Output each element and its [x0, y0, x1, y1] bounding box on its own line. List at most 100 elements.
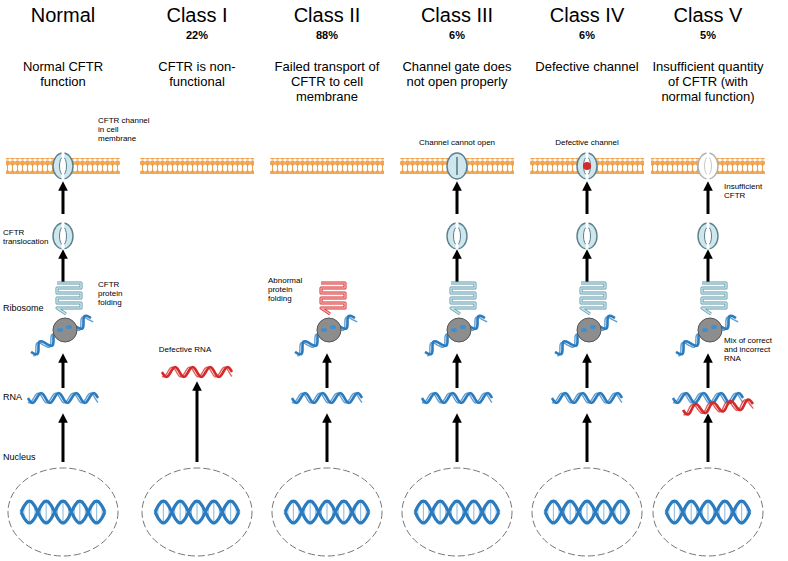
description: CFTR is non-functional: [140, 60, 255, 90]
channel-pore: [584, 157, 591, 175]
process-arrow: [326, 418, 329, 462]
callout-label: Insufficient CFTR: [724, 182, 784, 200]
channel-pore: [584, 227, 591, 245]
process-arrow: [586, 186, 589, 214]
rna-strand: [162, 367, 232, 377]
cell-membrane: [270, 158, 384, 174]
base-pair: [79, 501, 80, 523]
ribosome-body: [53, 318, 77, 342]
closed-gate: [456, 157, 458, 175]
dna-strand: [21, 501, 105, 523]
folded-protein: [451, 283, 475, 314]
nucleus: [402, 468, 512, 556]
rna-strand: [422, 393, 492, 403]
base-pair: [196, 501, 197, 523]
nucleus: [272, 468, 382, 556]
cftr-channel: [447, 222, 467, 250]
callout-label: RNA: [3, 392, 27, 402]
channel-body: [698, 153, 718, 179]
channel-gap: [586, 244, 589, 250]
protein-chain: [321, 283, 345, 314]
callout-label: CFTR protein folding: [98, 280, 143, 308]
column-heading: Class IV: [527, 4, 647, 27]
column-heading: Class II: [267, 4, 387, 27]
process-arrow: [456, 186, 459, 214]
defect-spot: [583, 162, 591, 170]
cftr-channel: [53, 152, 73, 180]
rna-strand: [162, 367, 232, 377]
base-pair: [230, 501, 231, 523]
percentage: 6%: [427, 29, 487, 42]
base-pair: [707, 501, 708, 523]
channel-body: [577, 223, 597, 249]
dna-helix: [415, 501, 499, 523]
cell-membrane: [6, 158, 120, 174]
percentage: 5%: [678, 29, 738, 42]
ribosome-rna: [555, 316, 617, 356]
cftr-channel: [698, 152, 718, 180]
protein-chain: [57, 283, 81, 314]
column-heading: Class V: [648, 4, 768, 27]
callout-label: Defective channel: [542, 138, 632, 147]
trna: [702, 328, 708, 332]
rna-strand: [28, 393, 98, 403]
channel-gap: [62, 244, 65, 250]
channel-pore: [60, 227, 67, 245]
dna-strand: [155, 501, 239, 523]
rna-strand: [292, 393, 362, 403]
trna: [321, 328, 327, 332]
channel-gap: [707, 152, 710, 158]
base-pair: [456, 501, 457, 523]
ribosome: [53, 318, 77, 342]
process-arrow: [586, 254, 589, 284]
dna-helix: [285, 501, 369, 523]
callout-label: Nucleus: [3, 452, 48, 462]
percentage: 22%: [167, 29, 227, 42]
callout-label: Channel cannot open: [412, 138, 502, 147]
channel-gap: [707, 174, 710, 180]
cell-membrane: [530, 158, 644, 174]
base-pair: [741, 501, 742, 523]
process-arrow: [326, 358, 329, 388]
base-pair: [691, 501, 692, 523]
base-pair: [553, 501, 554, 523]
dna-strand: [666, 501, 750, 523]
base-pair: [163, 501, 164, 523]
process-arrow: [586, 358, 589, 388]
defective-rna: [162, 367, 232, 377]
rna-strand: [422, 393, 492, 403]
base-pair: [62, 501, 63, 523]
channel-body: [447, 153, 467, 179]
rna-strand: [683, 400, 753, 415]
channel-gap: [707, 222, 710, 228]
base-pair: [603, 501, 604, 523]
trna: [590, 325, 596, 329]
dna-strand: [415, 501, 499, 523]
trna: [451, 328, 457, 332]
protein-chain: [702, 283, 726, 314]
cftr-channel: [53, 222, 73, 250]
nucleus: [8, 468, 118, 556]
ribosome: [317, 318, 341, 342]
channel-gap: [586, 174, 589, 180]
rna-strand: [292, 393, 362, 403]
folded-protein: [702, 283, 726, 314]
channel-pore: [60, 157, 67, 175]
rna-strand: [427, 317, 487, 356]
process-arrow: [586, 418, 589, 462]
folded-protein: [57, 283, 81, 314]
dna-strand: [21, 501, 105, 523]
rna-strand: [552, 393, 622, 403]
base-pair: [620, 501, 621, 523]
callout-label: CFTR translocation: [3, 228, 53, 246]
description: Normal CFTR function: [6, 60, 121, 90]
channel-gap: [456, 222, 459, 228]
ribosome: [698, 318, 722, 342]
trna: [330, 325, 336, 329]
rna-strand: [552, 393, 622, 403]
column-heading: Class III: [397, 4, 517, 27]
ribosome: [447, 318, 471, 342]
cftr-channel: [698, 222, 718, 250]
callout-label: CFTR channel in cell membrane: [98, 116, 152, 144]
